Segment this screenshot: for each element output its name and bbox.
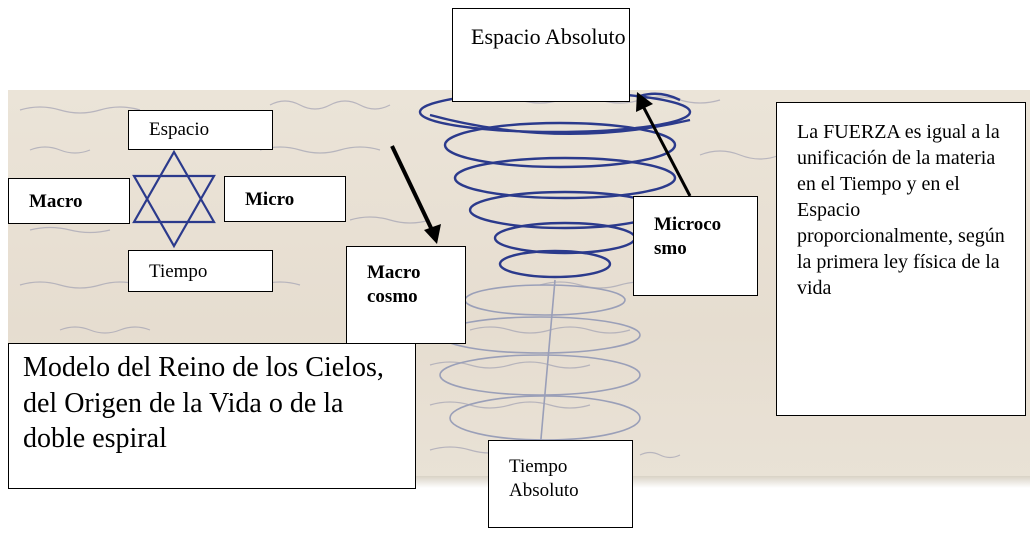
microcosmo-arrow <box>636 92 692 197</box>
tiempo-absoluto-label: Tiempo Absoluto <box>488 440 633 528</box>
star-of-david-icon <box>132 149 216 249</box>
diagram-caption: Modelo del Reino de los Cielos, del Orig… <box>8 343 416 489</box>
macrocosmo-label: Macro cosmo <box>346 246 466 344</box>
tiempo-label: Tiempo <box>128 250 273 292</box>
espacio-label: Espacio <box>128 110 273 150</box>
macrocosmo-arrow <box>390 145 441 244</box>
microcosmo-label: Microco smo <box>633 196 758 296</box>
fuerza-description-box: La FUERZA es igual a la unificación de l… <box>776 102 1026 416</box>
micro-label: Micro <box>224 176 346 222</box>
espacio-absoluto-label: Espacio Absoluto <box>452 8 630 102</box>
macro-label: Macro <box>8 178 130 224</box>
